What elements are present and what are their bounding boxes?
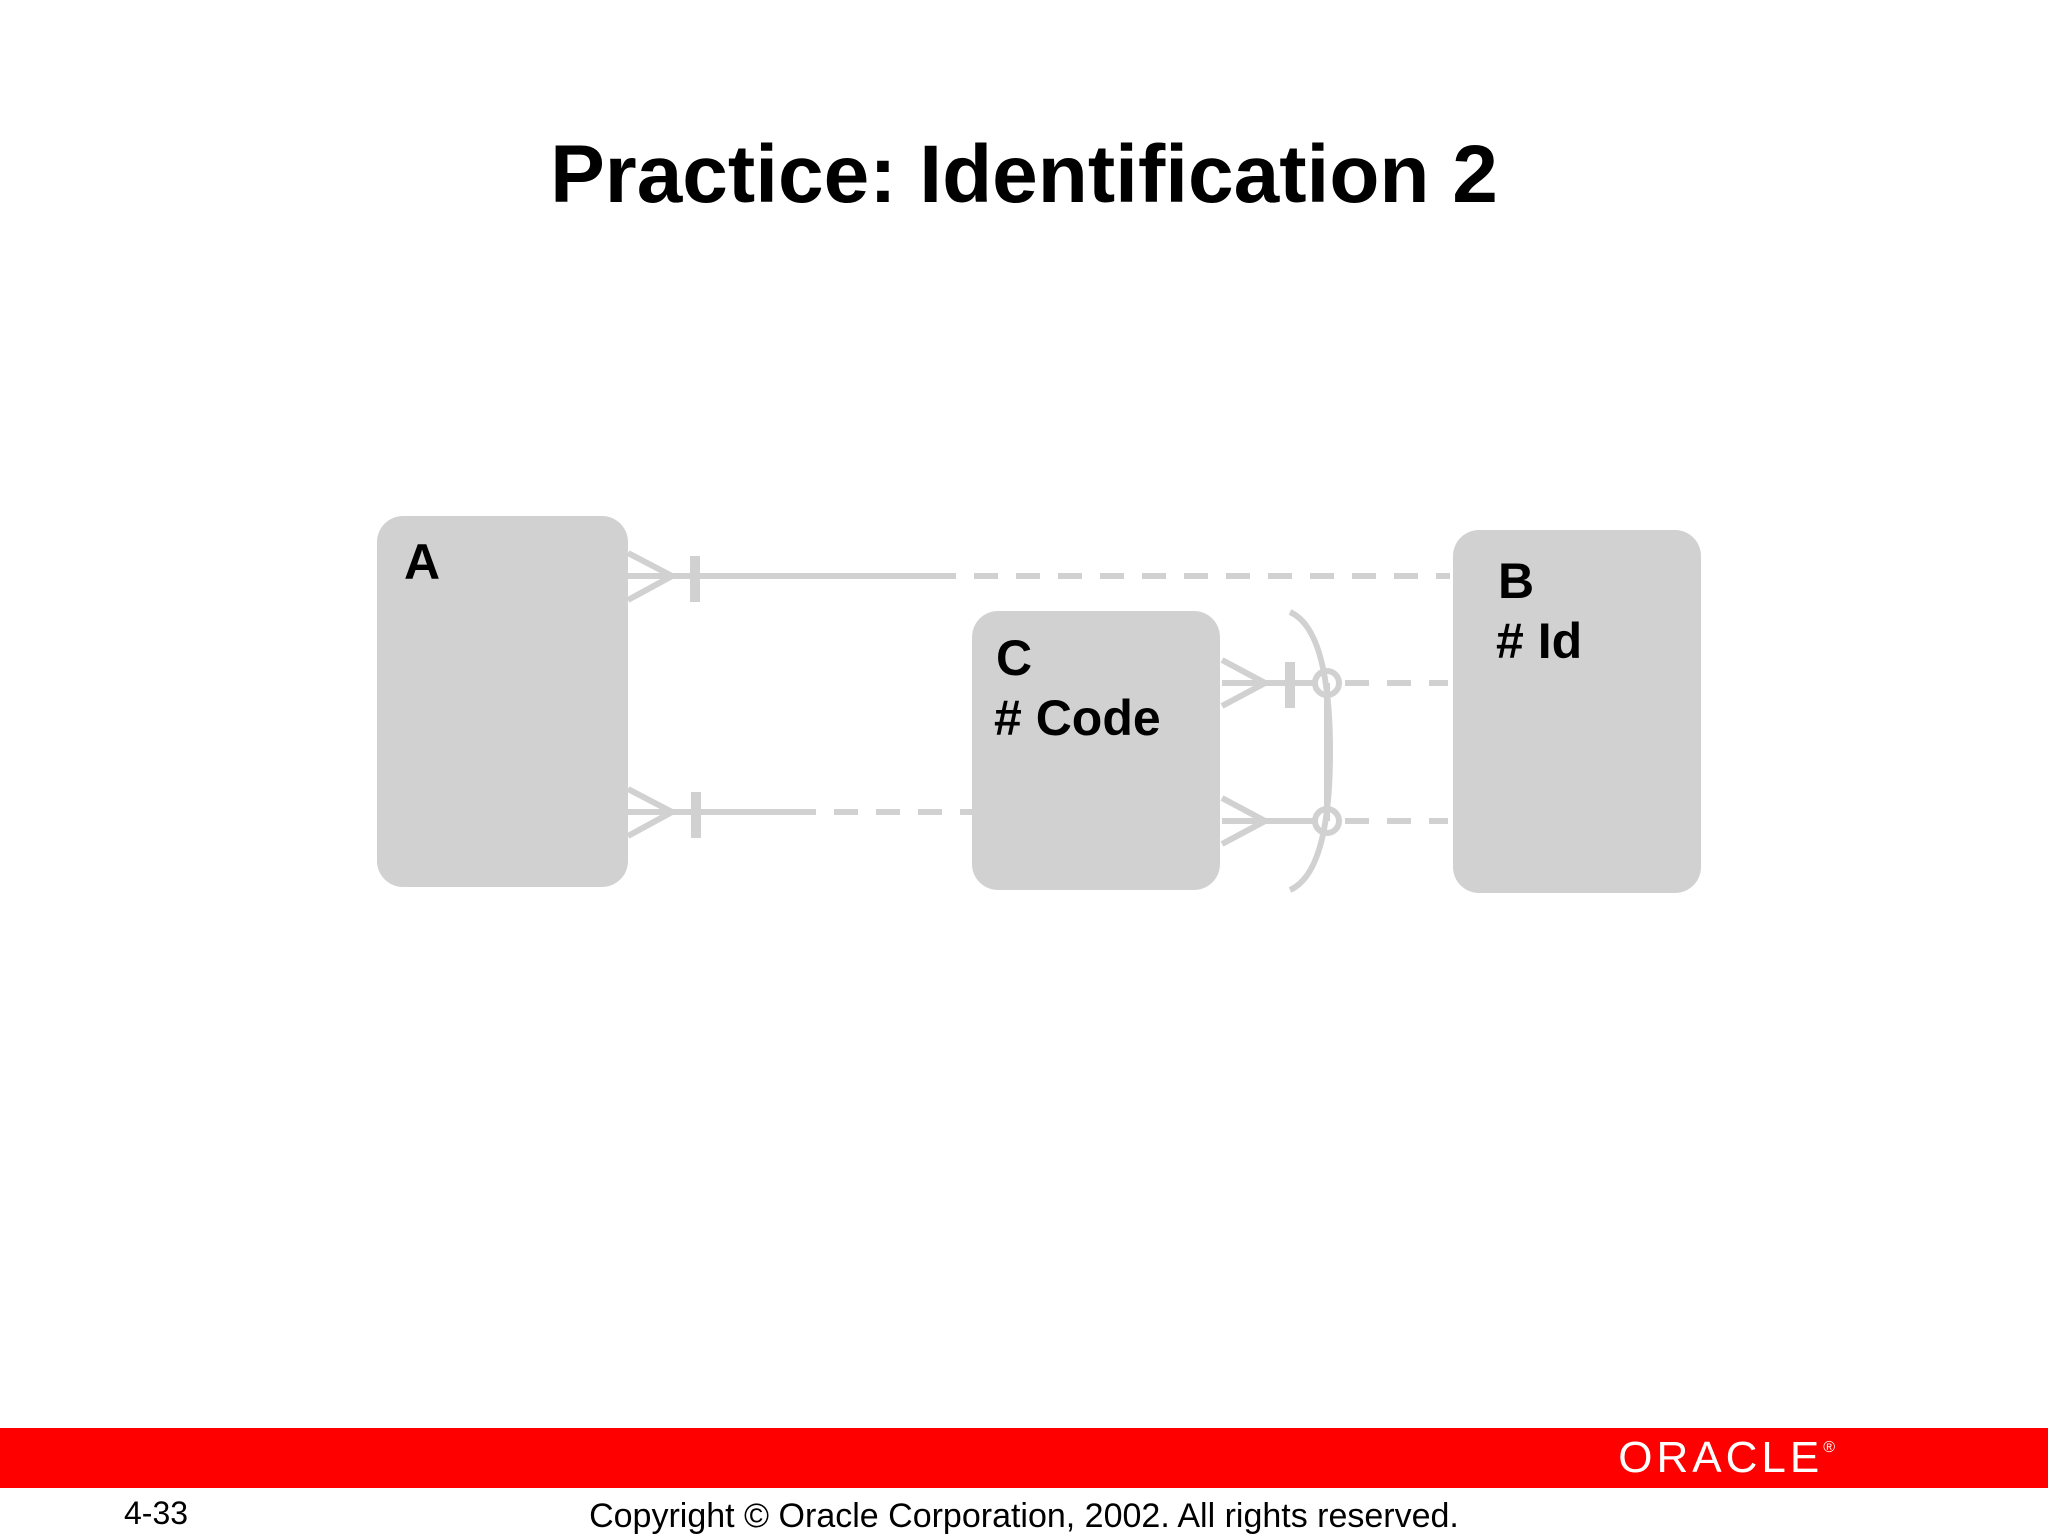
exclusive-arc [1288,609,1342,893]
entity-c-name: C [996,630,1033,686]
oracle-logo: ORACLE® [1618,1428,1835,1488]
entity-b: B # Id [1453,530,1701,893]
arc-node-lower [1312,806,1342,836]
entity-c: C # Code [972,611,1220,890]
entity-c-attribute: # Code [994,690,1161,746]
entity-a: A [377,516,628,887]
entity-b-attribute: # Id [1496,613,1583,669]
relationship-c-b-upper [1220,657,1448,709]
arc-curve [1288,609,1334,893]
footer-bar [0,1428,2048,1488]
arc-node-upper [1312,668,1342,698]
oracle-logo-text: ORACLE [1618,1433,1824,1482]
relationship-c-b-lower [1220,795,1448,847]
entity-a-name: A [404,534,441,590]
entity-b-name: B [1498,553,1535,609]
oracle-logo-registered-mark: ® [1823,1439,1835,1456]
page-number: 4-33 [124,1495,189,1531]
slide-title: Practice: Identification 2 [550,129,1498,220]
relationship-a-c [626,786,972,839]
relationship-a-b [626,550,1450,603]
copyright-notice: Copyright © Oracle Corporation, 2002. Al… [589,1497,1459,1535]
